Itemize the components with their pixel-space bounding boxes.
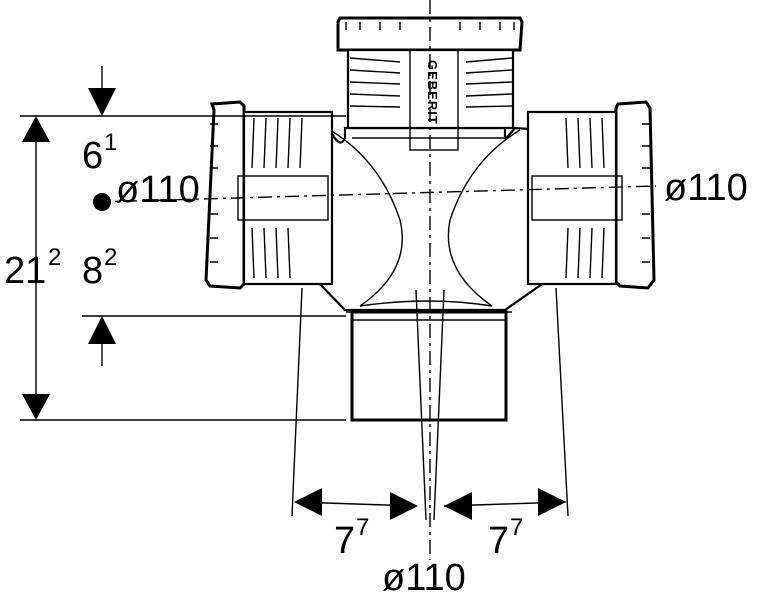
label-top-offset: 6: [82, 135, 103, 177]
bottom-spigot: [346, 310, 512, 422]
brand-logo: GEBERIT: [425, 60, 440, 125]
label-right-offset: 7: [488, 520, 509, 562]
dimension-labels: 6 1 ø110 ø110 21 2 8 2 7 7 7 7 ø110: [4, 129, 748, 594]
arrow-left-a: [294, 488, 322, 516]
center-lines: [95, 0, 657, 560]
label-total-height: 21: [4, 250, 46, 292]
arrow-left-b: [444, 492, 472, 520]
arrow-up-total: [22, 116, 50, 142]
label-left-diameter: ø110: [116, 169, 200, 211]
label-top-offset-sup: 1: [104, 129, 117, 156]
label-bottom-diameter: ø110: [382, 557, 466, 594]
arrow-up-inner: [88, 316, 116, 344]
right-socket: [526, 100, 656, 290]
label-inner-height-sup: 2: [104, 244, 117, 271]
fitting-body: [316, 123, 547, 312]
label-right-offset-sup: 7: [510, 514, 523, 541]
arrow-down-top-offset: [88, 88, 116, 116]
arrow-right-b: [538, 488, 566, 516]
left-socket: [204, 100, 334, 290]
label-total-height-sup: 2: [48, 244, 61, 271]
arrow-down-total: [22, 394, 50, 420]
dimension-lines: [20, 66, 569, 520]
label-inner-height: 8: [82, 250, 103, 292]
arrow-right-a: [390, 492, 418, 520]
center-point: [93, 193, 111, 211]
label-right-diameter: ø110: [664, 167, 748, 209]
label-left-offset-sup: 7: [356, 514, 369, 541]
label-left-offset: 7: [334, 520, 355, 562]
